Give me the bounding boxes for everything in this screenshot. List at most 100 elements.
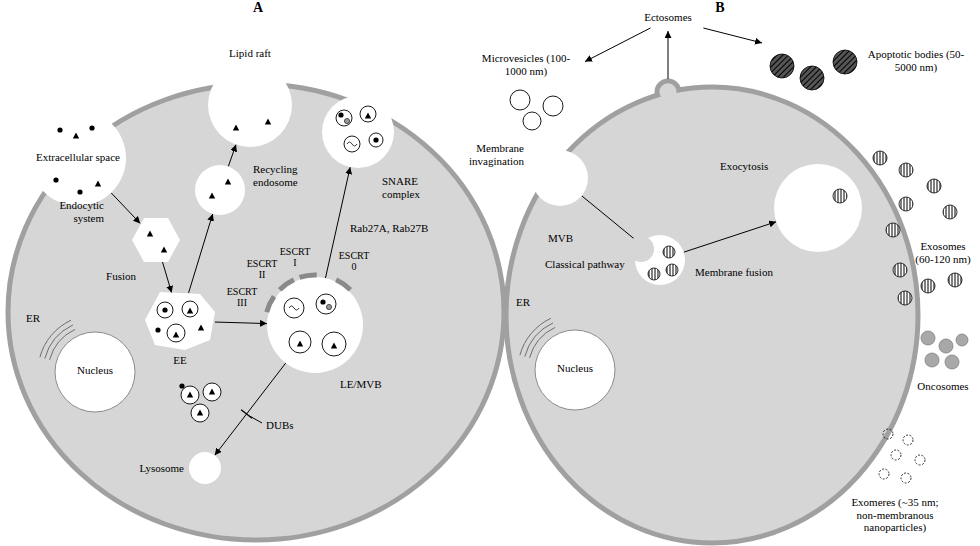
budding-vesicle-inner (660, 84, 677, 101)
cargo-symbol (265, 119, 271, 125)
endosome-shape: Fusion (132, 218, 180, 262)
node-label: Exomeres (~35 nm; non-membranous nanopar… (845, 496, 945, 534)
node-label: Ectosomes (632, 11, 704, 24)
node-contents (770, 50, 857, 90)
cargo-symbol (948, 273, 962, 287)
mvb-invagination (628, 236, 654, 262)
cargo-symbol (927, 179, 941, 193)
node-label: Lipid raft (220, 47, 280, 60)
cargo-symbol (326, 304, 331, 309)
cargo-symbol (800, 66, 824, 90)
cargo-symbol (891, 450, 901, 460)
cargo-symbol (187, 308, 193, 314)
arrow-connector (215, 322, 267, 324)
cell-a (8, 84, 504, 540)
organelle-label: ER (516, 296, 536, 309)
cargo-symbol (77, 189, 82, 194)
arrow-connector (189, 214, 213, 293)
cargo-symbol (157, 302, 173, 318)
cargo-symbol (899, 197, 913, 211)
cargo-symbol (648, 268, 660, 280)
cargo-symbol (322, 332, 346, 356)
node-label: Membrane invagination (456, 142, 524, 167)
organelle-outline (267, 277, 363, 373)
cargo-symbol (899, 163, 913, 177)
organelle-circle: SNARE complex (322, 96, 394, 168)
cargo-symbol (284, 298, 304, 318)
vesicle-group: Oncosomes (905, 325, 977, 400)
node-label: Exosomes (60-120 nm) (910, 240, 976, 265)
cargo-symbol (344, 118, 349, 123)
endosome-outline (132, 218, 180, 262)
panel-letter: A (248, 0, 268, 16)
node-label: Fusion (96, 270, 136, 283)
panel-letter: B (710, 0, 730, 16)
arrow-connector (684, 222, 776, 252)
organelle-outline (55, 332, 135, 412)
node-contents (147, 231, 167, 253)
cargo-symbol (365, 113, 371, 119)
node-label: Nucleus (540, 362, 610, 375)
node-label: LE/MVB (340, 378, 390, 391)
node-shape (208, 63, 292, 147)
cargo-symbol (921, 331, 935, 345)
cargo-symbol (336, 110, 352, 126)
cargo-symbol (886, 223, 900, 237)
node-contents (648, 246, 678, 280)
node-shape (267, 277, 363, 373)
node-label: EE (168, 354, 192, 367)
cargo-symbol (198, 325, 204, 331)
cargo-symbol (833, 189, 847, 203)
cargo-symbol (901, 473, 911, 483)
arrow-connector (325, 167, 350, 278)
node-shape (195, 165, 245, 215)
vesicle-group: Exomeres (~35 nm; non-membranous nanopar… (842, 425, 976, 541)
cargo-symbol (297, 341, 303, 347)
cargo-symbol (898, 291, 912, 305)
node-label: Classical pathway (545, 258, 635, 271)
cargo-symbol (182, 301, 198, 317)
arrow-connector (228, 145, 236, 167)
node-label: Lysosome (130, 462, 184, 475)
cargo-symbol (344, 136, 360, 152)
vesicle-group: Exosomes (60-120 nm) (868, 150, 978, 308)
node-label: Microvesicles (100-1000 nm) (480, 52, 572, 77)
cargo-symbol (233, 125, 239, 131)
cargo-symbol (666, 264, 678, 276)
mvb-cup: MVBClassical pathway (635, 235, 685, 285)
organelle-circle: LE/MVB (267, 277, 363, 373)
organelle-outline (532, 150, 588, 206)
escrt-complex-bar (336, 280, 350, 290)
cargo-symbol (331, 343, 337, 349)
node-contents (510, 90, 563, 130)
node-shape (132, 218, 180, 262)
endosome-outline (145, 292, 215, 350)
arrow-connector (582, 196, 641, 244)
edge-label: Membrane fusion (695, 266, 795, 279)
organelle-label: ER (26, 312, 46, 325)
cargo-symbol (162, 307, 167, 312)
edge-label: Rab27A, Rab27B (350, 222, 432, 235)
cargo-symbol (155, 327, 160, 332)
node-contents (233, 119, 271, 131)
edge-label: DUBs (266, 419, 300, 432)
node-contents (267, 275, 351, 356)
complex-label: ESCRT I (278, 246, 312, 268)
cargo-symbol (873, 151, 887, 165)
complex-label: ESCRT II (245, 258, 279, 280)
organelle-circle: Lysosome (189, 452, 221, 484)
cargo-symbol (338, 112, 343, 117)
node-label: Nucleus (60, 364, 130, 377)
edge-label: Endocytic system (50, 199, 104, 224)
cell-membranes (8, 81, 918, 543)
degradation-vesicles (209, 389, 215, 395)
cargo-symbol (161, 247, 167, 253)
cargo-symbol (903, 435, 913, 445)
cargo-symbol (883, 429, 893, 439)
node-contents (336, 106, 383, 152)
cargo-symbol (956, 334, 968, 346)
organelle-outline (322, 96, 394, 168)
cargo-symbol (209, 193, 215, 199)
cargo-symbol (879, 469, 889, 479)
organelle-circle: Exocytosis (774, 164, 862, 252)
